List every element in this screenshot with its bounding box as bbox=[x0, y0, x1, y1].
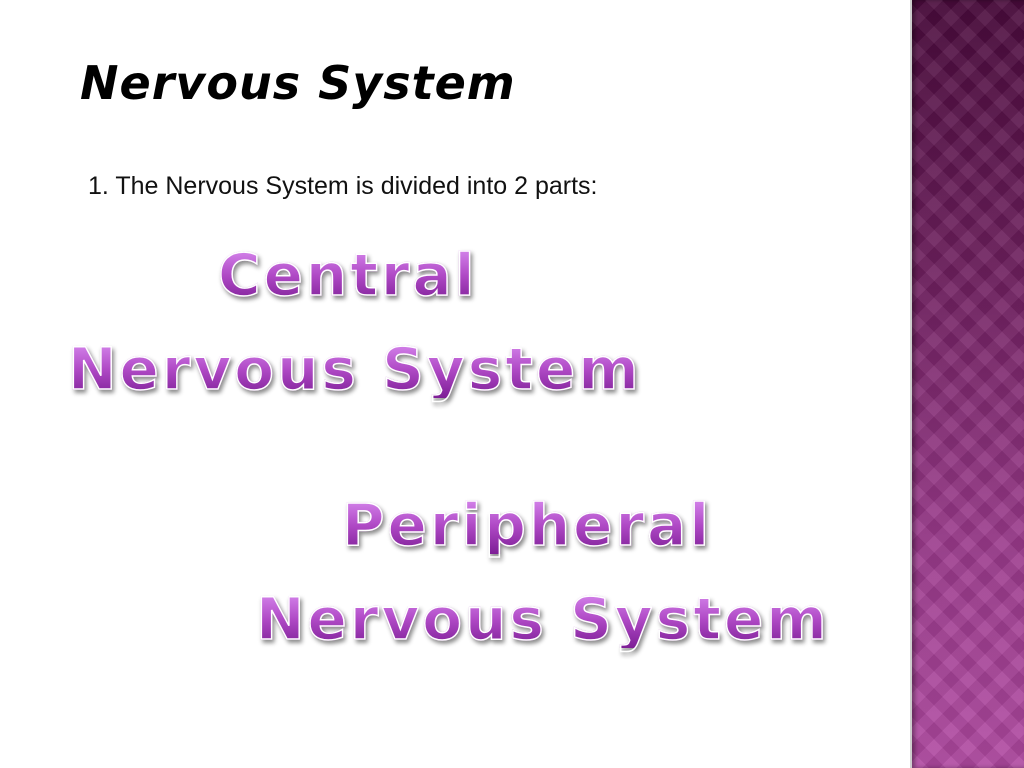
slide-title: Nervous System bbox=[80, 56, 516, 110]
bullet-point: 1. The Nervous System is divided into 2 … bbox=[88, 172, 598, 200]
central-label-line1: Central bbox=[217, 241, 478, 309]
central-label-line2: Nervous System bbox=[67, 335, 642, 403]
side-decorative-band bbox=[912, 0, 1024, 768]
peripheral-label-line1: Peripheral bbox=[341, 491, 713, 559]
peripheral-label-line2: Nervous System bbox=[255, 585, 830, 653]
side-band-edge bbox=[910, 0, 912, 768]
